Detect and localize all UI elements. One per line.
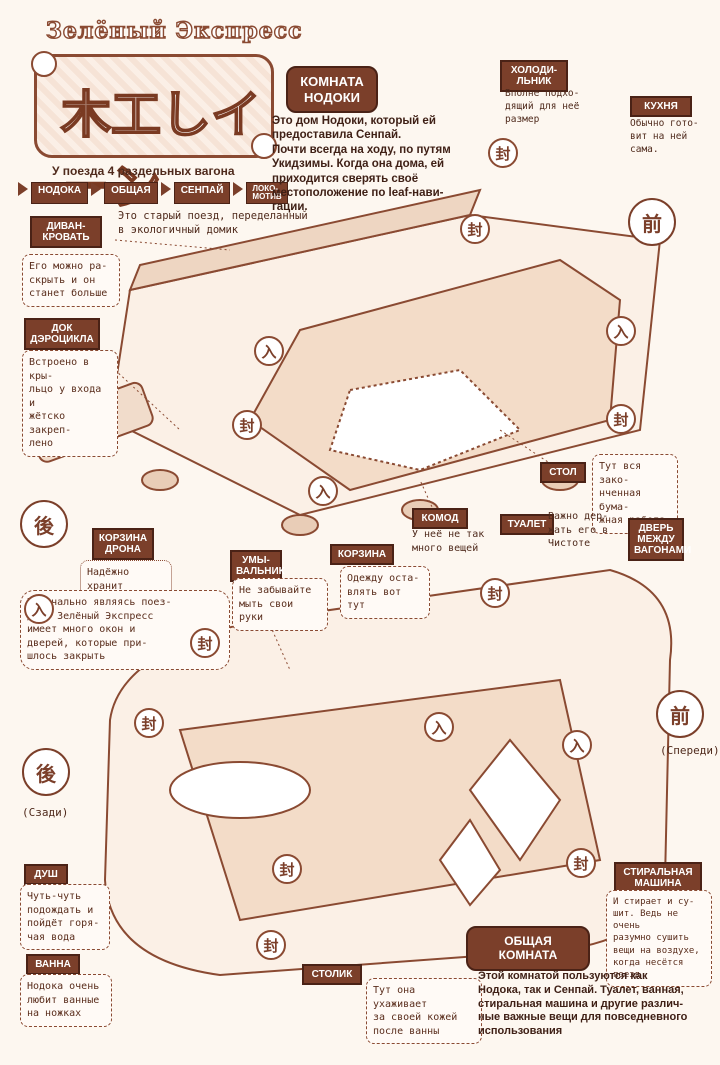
bathtub <box>169 761 311 819</box>
common-room-description: Этой комнатой пользуются как Нодока, так… <box>478 970 688 1037</box>
seal-stamp-icon: 封 <box>606 404 636 434</box>
logo: 木工しイ－ン <box>31 51 277 217</box>
dresser-text: У неё не так много вещей <box>412 529 485 554</box>
brand-title: Зелёный Экспресс <box>45 17 303 44</box>
door-tag: ДВЕРЬ МЕЖДУ ВАГОНАМИ <box>628 518 691 561</box>
desk-text: Тут вся зако- нченная бума- жная работа <box>592 454 678 534</box>
front-flower-icon: 前 <box>628 198 676 246</box>
shower-text: Чуть-чуть подождать и пойдёт горя- чая в… <box>20 884 110 950</box>
seal-stamp-icon: 封 <box>460 214 490 244</box>
enter-stamp-icon: 入 <box>606 316 636 346</box>
train-note: У поезда 4 раздельных вагона <box>52 164 235 178</box>
seal-stamp-icon: 封 <box>272 854 302 884</box>
kitchen-tag: КУХНЯ <box>630 96 692 117</box>
kitchen-text: Обычно гото- вит на ней сама. <box>630 118 699 155</box>
upper-car-roof-edge <box>128 188 482 292</box>
nodoka-room-title: КОМНАТА НОДОКИ <box>286 66 378 114</box>
front-flower-icon: 前 <box>656 690 704 738</box>
train-subtitle: Это старый поезд, переделанный в экологи… <box>118 210 308 237</box>
car-sequence: НОДОКА ОБЩАЯ СЕНПАЙ ЛОКО- МОТИВ <box>18 182 288 204</box>
common-room-title: ОБЩАЯ КОМНАТА <box>466 926 590 971</box>
back-label: (Сзади) <box>22 806 69 819</box>
toilet-text: Важно дер- жать его в Чистоте <box>548 511 609 549</box>
seal-stamp-icon: 封 <box>190 628 220 658</box>
front-label: (Спереди) <box>660 744 720 757</box>
enter-stamp-icon: 入 <box>562 730 592 760</box>
sofa-tag: ДИВАН- КРОВАТЬ <box>30 216 102 248</box>
sink-tag: УМЫ- ВАЛЬНИК <box>230 550 285 582</box>
enter-stamp-icon: 入 <box>24 594 54 624</box>
toilet-tag: ТУАЛЕТ <box>500 514 554 535</box>
car-locomotive: ЛОКО- МОТИВ <box>246 182 288 204</box>
arrow-right-icon <box>160 182 171 196</box>
basket-text: Одежду оста- влять вот тут <box>340 566 430 619</box>
enter-stamp-icon: 入 <box>308 476 338 506</box>
drone-dock-text: Встроено в кры- льцо у входа и жётско за… <box>22 350 118 457</box>
nodoka-room-description: Это дом Нодоки, который ей предоставила … <box>272 115 451 214</box>
sofa-text: Его можно ра- скрыть и он станет больше <box>22 254 120 307</box>
seal-stamp-icon: 封 <box>232 410 262 440</box>
washer-text: И стирает и су- шит. Ведь не очень разум… <box>606 890 712 987</box>
seal-stamp-icon: 封 <box>488 138 518 168</box>
rug <box>328 368 522 472</box>
fridge-tag: ХОЛОДИ- ЛЬНИК <box>500 60 568 92</box>
car-nodoka: НОДОКА <box>31 182 89 204</box>
back-flower-icon: 後 <box>22 748 70 796</box>
car-common: ОБЩАЯ <box>104 182 158 204</box>
shower-tag: ДУШ <box>24 864 68 885</box>
enter-stamp-icon: 入 <box>254 336 284 366</box>
seal-stamp-icon: 封 <box>134 708 164 738</box>
fridge-text: Вполне подхо- дящий для неё размер <box>505 88 580 125</box>
seal-stamp-icon: 封 <box>480 578 510 608</box>
flower-icon <box>31 51 57 77</box>
dresser-tag: КОМОД <box>412 508 468 529</box>
arrow-right-icon <box>91 182 102 196</box>
diamond-panel-2 <box>438 818 502 907</box>
diamond-panel <box>468 738 562 862</box>
car-senpai: СЕНПАЙ <box>173 182 231 204</box>
sink-text: Не забывайте мыть свои руки <box>232 578 328 631</box>
windows-note: Изначально являясь поез- дом. Зелёный Эк… <box>20 590 230 670</box>
flower-icon <box>251 133 277 159</box>
basket-tag: КОРЗИНА <box>330 544 394 565</box>
arrow-right-icon <box>18 182 28 196</box>
table-text: Тут она ухаживает за своей кожей после в… <box>366 978 482 1044</box>
arrow-right-icon <box>233 182 244 196</box>
drone-dock-tag: ДОК ДЭРОЦИКЛА <box>24 318 100 350</box>
drone-basket-tag: КОРЗИНА ДРОНА <box>92 528 154 560</box>
washer-tag: СТИРАЛЬНАЯ МАШИНА <box>614 862 702 894</box>
seal-stamp-icon: 封 <box>566 848 596 878</box>
bath-text: Нодока очень любит ванные на ножках <box>20 974 112 1027</box>
bath-tag: ВАННА <box>26 954 80 975</box>
desk-tag: СТОЛ <box>540 462 586 483</box>
back-flower-icon: 後 <box>20 500 68 548</box>
seal-stamp-icon: 封 <box>256 930 286 960</box>
enter-stamp-icon: 入 <box>424 712 454 742</box>
table-tag: СТОЛИК <box>302 964 362 985</box>
